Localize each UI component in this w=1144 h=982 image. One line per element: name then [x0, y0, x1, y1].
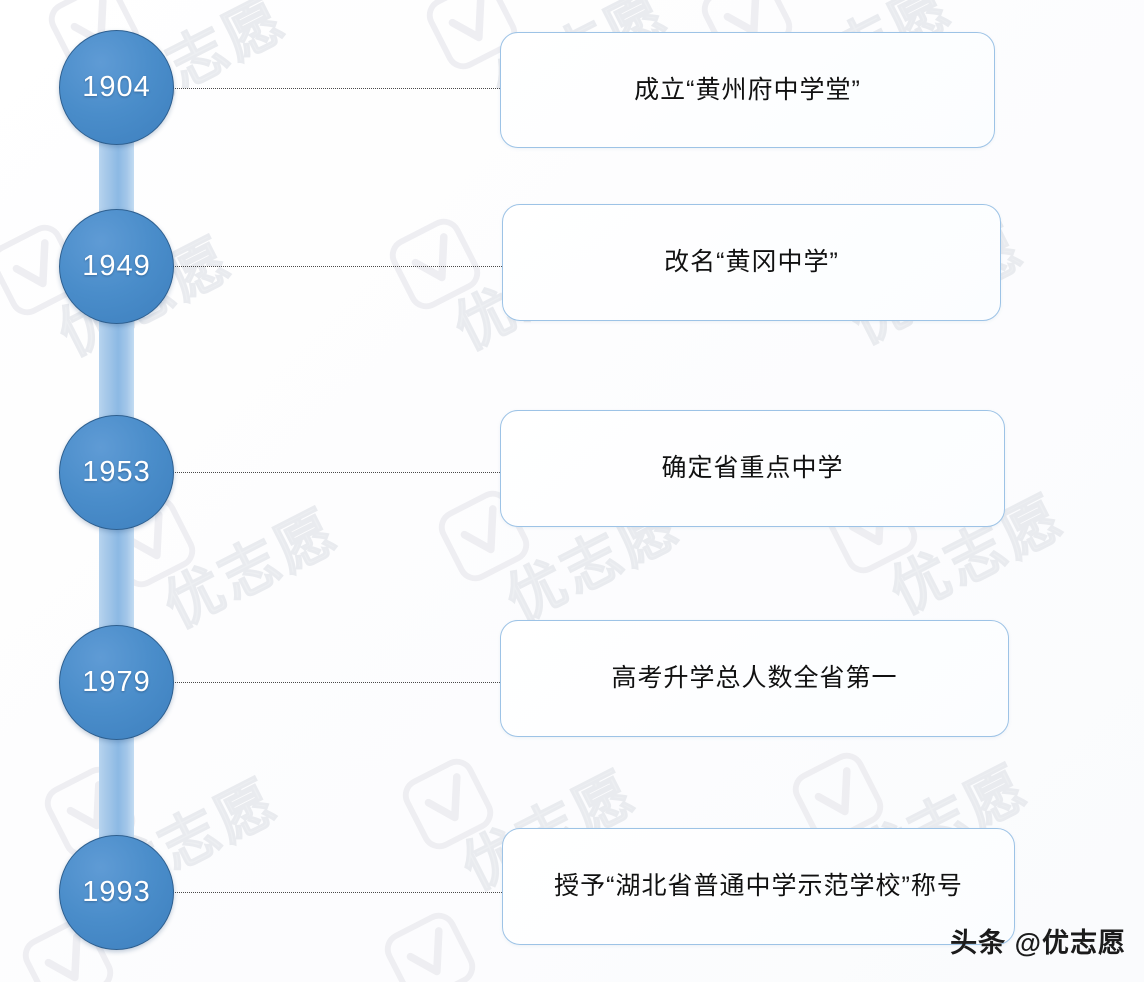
milestone-year: 1953	[82, 456, 151, 488]
milestone-card-1953[interactable]: 确定省重点中学	[500, 410, 1005, 527]
milestone-card-1979[interactable]: 高考升学总人数全省第一	[500, 620, 1009, 737]
milestone-year: 1949	[82, 250, 151, 282]
milestone-node-1949[interactable]: 1949	[59, 209, 174, 324]
milestone-card-1904[interactable]: 成立“黄州府中学堂”	[500, 32, 995, 148]
milestone-event-text: 授予“湖北省普通中学示范学校”称号	[554, 872, 963, 901]
milestone-connector	[170, 472, 500, 473]
milestone-year: 1904	[82, 71, 151, 103]
milestone-node-1953[interactable]: 1953	[59, 415, 174, 530]
watermark-logo-icon	[392, 748, 505, 861]
milestone-connector	[170, 892, 502, 893]
milestone-card-1993[interactable]: 授予“湖北省普通中学示范学校”称号	[502, 828, 1015, 945]
milestone-event-text: 成立“黄州府中学堂”	[634, 75, 861, 104]
watermark-logo-icon	[374, 902, 487, 982]
milestone-connector	[170, 88, 500, 89]
milestone-connector	[170, 266, 502, 267]
credit-label: 头条 @优志愿	[950, 928, 1126, 958]
milestone-connector	[170, 682, 500, 683]
milestone-event-text: 改名“黄冈中学”	[664, 248, 839, 277]
milestone-event-text: 高考升学总人数全省第一	[611, 664, 898, 693]
milestone-year: 1993	[82, 876, 151, 908]
milestone-node-1993[interactable]: 1993	[59, 835, 174, 950]
milestone-node-1979[interactable]: 1979	[59, 625, 174, 740]
milestone-node-1904[interactable]: 1904	[59, 30, 174, 145]
watermark-logo-icon	[379, 208, 492, 321]
watermark-text: 优志愿	[153, 497, 350, 641]
milestone-card-1949[interactable]: 改名“黄冈中学”	[502, 204, 1001, 321]
milestone-year: 1979	[82, 666, 151, 698]
milestone-event-text: 确定省重点中学	[661, 454, 844, 483]
